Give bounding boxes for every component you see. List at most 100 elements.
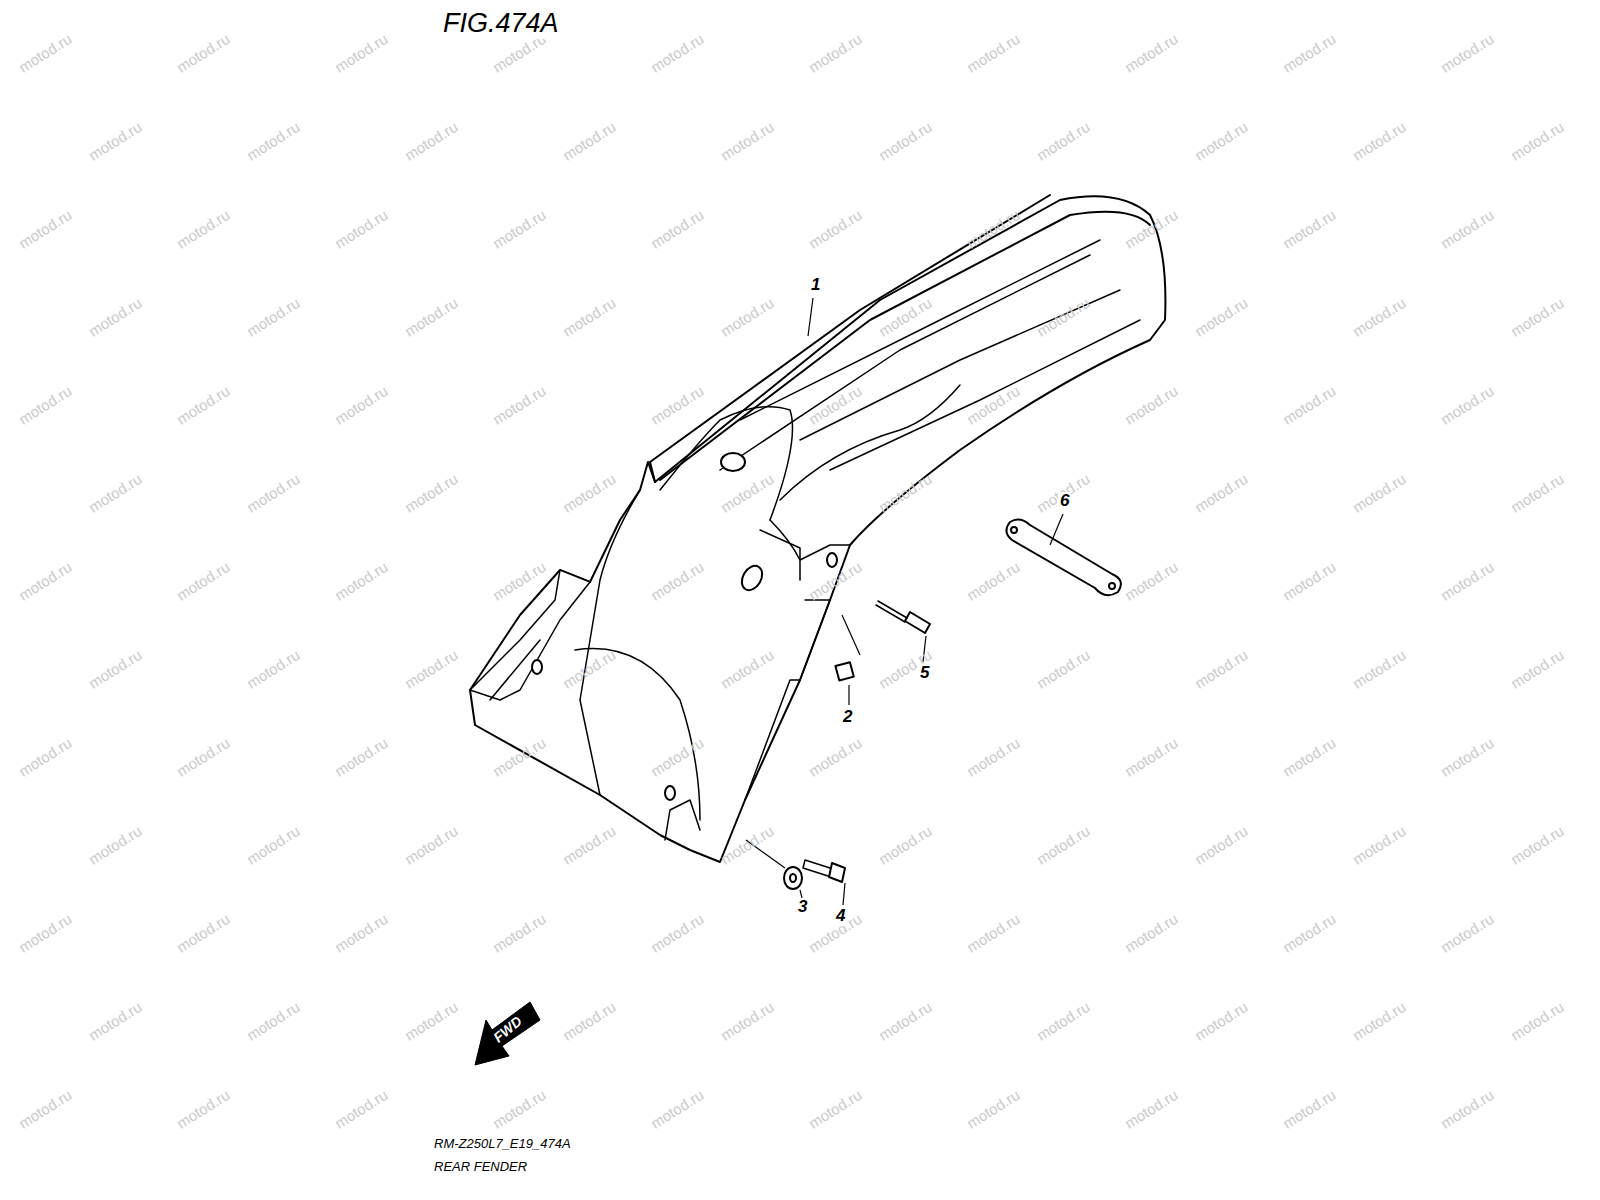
watermark: motod.ru [401,822,460,868]
watermark: motod.ru [331,910,390,956]
watermark: motod.ru [1033,998,1092,1044]
watermark: motod.ru [173,30,232,76]
watermark: motod.ru [717,118,776,164]
watermark: motod.ru [1437,1086,1496,1132]
watermark: motod.ru [559,822,618,868]
watermark: motod.ru [1191,470,1250,516]
watermark: motod.ru [1279,558,1338,604]
watermark: motod.ru [331,206,390,252]
watermark: motod.ru [401,294,460,340]
watermark: motod.ru [401,470,460,516]
watermark: motod.ru [1121,910,1180,956]
watermark: motod.ru [243,118,302,164]
watermark: motod.ru [1349,294,1408,340]
watermark: motod.ru [85,470,144,516]
callout-number: 1 [809,276,822,295]
watermark: motod.ru [401,998,460,1044]
watermark: motod.ru [15,30,74,76]
watermark: motod.ru [1507,470,1566,516]
watermark: motod.ru [173,734,232,780]
watermark: motod.ru [1279,1086,1338,1132]
watermark: motod.ru [805,734,864,780]
watermark: motod.ru [489,1086,548,1132]
watermark: motod.ru [1279,910,1338,956]
watermark: motod.ru [1191,118,1250,164]
watermark: motod.ru [1121,382,1180,428]
watermark: motod.ru [1191,646,1250,692]
watermark: motod.ru [1279,734,1338,780]
watermark: motod.ru [331,1086,390,1132]
watermark: motod.ru [559,998,618,1044]
watermark: motod.ru [875,118,934,164]
watermark: motod.ru [401,118,460,164]
watermark: motod.ru [1437,558,1496,604]
callout-number: 4 [834,907,847,926]
watermark: motod.ru [1121,30,1180,76]
watermark: motod.ru [647,910,706,956]
watermark: motod.ru [1437,30,1496,76]
watermark: motod.ru [173,558,232,604]
watermark: motod.ru [173,1086,232,1132]
watermark: motod.ru [173,910,232,956]
watermark: motod.ru [963,30,1022,76]
watermark: motod.ru [489,910,548,956]
watermark: motod.ru [331,30,390,76]
watermark: motod.ru [243,646,302,692]
watermark: motod.ru [963,558,1022,604]
watermark: motod.ru [647,30,706,76]
watermark: motod.ru [243,822,302,868]
watermark: motod.ru [331,382,390,428]
watermark: motod.ru [1349,646,1408,692]
watermark: motod.ru [1279,382,1338,428]
watermark: motod.ru [647,1086,706,1132]
watermark: motod.ru [15,558,74,604]
watermark: motod.ru [243,470,302,516]
watermark: motod.ru [15,206,74,252]
watermark: motod.ru [1349,118,1408,164]
watermark: motod.ru [1437,206,1496,252]
watermark: motod.ru [963,1086,1022,1132]
watermark: motod.ru [1507,998,1566,1044]
watermark: motod.ru [1437,734,1496,780]
watermark: motod.ru [85,822,144,868]
watermark: motod.ru [1279,30,1338,76]
watermark: motod.ru [1033,118,1092,164]
watermark: motod.ru [173,206,232,252]
watermark: motod.ru [1507,294,1566,340]
watermark: motod.ru [1507,822,1566,868]
watermark: motod.ru [15,910,74,956]
figure-code: RM-Z250L7_E19_474A [432,1137,573,1151]
watermark: motod.ru [15,382,74,428]
callout-number: 3 [796,898,809,917]
figure-caption: REAR FENDER [432,1160,529,1174]
watermark: motod.ru [85,118,144,164]
watermark: motod.ru [1033,822,1092,868]
watermark: motod.ru [1279,206,1338,252]
watermark: motod.ru [805,206,864,252]
watermark: motod.ru [559,118,618,164]
watermark: motod.ru [1121,734,1180,780]
watermark: motod.ru [1033,646,1092,692]
watermark: motod.ru [1121,558,1180,604]
callout-number: 2 [841,708,854,727]
watermark: motod.ru [963,910,1022,956]
watermark: motod.ru [559,470,618,516]
watermark: motod.ru [1191,998,1250,1044]
watermark: motod.ru [243,998,302,1044]
watermark: motod.ru [875,998,934,1044]
watermark: motod.ru [1349,470,1408,516]
callout-number: 5 [918,664,931,683]
watermark: motod.ru [331,558,390,604]
watermark: motod.ru [15,1086,74,1132]
callout-number: 6 [1058,492,1071,511]
watermark: motod.ru [85,646,144,692]
watermark: motod.ru [717,998,776,1044]
watermark: motod.ru [1507,118,1566,164]
watermark: motod.ru [1437,910,1496,956]
watermark: motod.ru [489,382,548,428]
watermark: motod.ru [15,734,74,780]
watermark: motod.ru [1349,822,1408,868]
watermark: motod.ru [85,294,144,340]
watermark: motod.ru [1121,1086,1180,1132]
watermark: motod.ru [401,646,460,692]
